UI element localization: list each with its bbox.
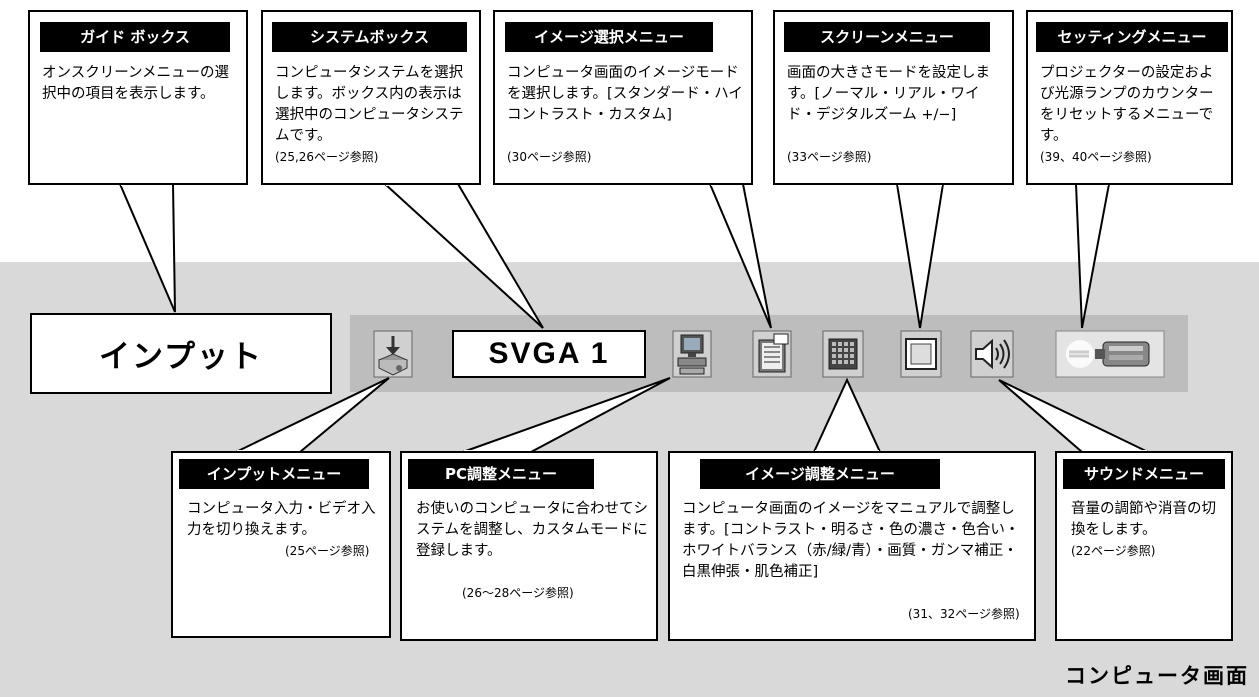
- callout-ref: (26〜28ページ参照): [462, 586, 574, 600]
- pointer-screen: [895, 183, 945, 329]
- callout-title: インプットメニュー: [179, 459, 369, 489]
- pointer-guide: [118, 183, 176, 313]
- callout-image-select-menu: イメージ選択メニュー コンピュータ画面のイメージモードを選択します。[スタンダー…: [493, 10, 753, 185]
- callout-input-menu: インプットメニュー コンピュータ入力・ビデオ入力を切り換えます。 (25ページ参…: [171, 451, 391, 638]
- guide-box: インプット: [30, 313, 332, 394]
- callout-ref: (30ページ参照): [507, 150, 592, 164]
- callout-title: イメージ選択メニュー: [505, 22, 713, 52]
- pointer-system: [382, 183, 544, 329]
- callout-title: ガイド ボックス: [40, 22, 230, 52]
- callout-body: コンピュータ画面のイメージモードを選択します。[スタンダード・ハイコントラスト・…: [507, 65, 743, 123]
- setting-icon[interactable]: [1055, 330, 1165, 382]
- pointer-input-menu: [235, 377, 390, 453]
- pc-adjust-icon[interactable]: [672, 330, 712, 382]
- callout-title: イメージ調整メニュー: [700, 459, 940, 489]
- callout-title: スクリーンメニュー: [784, 22, 990, 52]
- callout-body: 音量の調節や消音の切換をします。: [1071, 501, 1216, 538]
- screen-icon[interactable]: [900, 330, 942, 382]
- pointer-image-select: [708, 183, 772, 329]
- callout-guide-box: ガイド ボックス オンスクリーンメニューの選択中の項目を表示します。: [28, 10, 248, 185]
- callout-body: プロジェクターの設定および光源ランプのカウンターをリセットするメニューです。: [1040, 65, 1214, 144]
- image-select-icon[interactable]: [752, 330, 792, 382]
- callout-title: サウンドメニュー: [1063, 459, 1225, 489]
- callout-body: オンスクリーンメニューの選択中の項目を表示します。: [42, 65, 230, 102]
- callout-body: 画面の大きさモードを設定します。[ノーマル・リアル・ワイド・デジタルズーム +/…: [787, 65, 990, 123]
- callout-setting-menu: セッティングメニュー プロジェクターの設定および光源ランプのカウンターをリセット…: [1026, 10, 1233, 185]
- sound-icon[interactable]: [970, 330, 1014, 382]
- pointer-image-adjust: [812, 377, 882, 453]
- callout-body: コンピュータ画面のイメージをマニュアルで調整します。[コントラスト・明るさ・色の…: [682, 501, 1020, 580]
- input-icon[interactable]: [373, 330, 413, 382]
- system-box-label: SVGA 1: [488, 337, 610, 370]
- callout-screen-menu: スクリーンメニュー 画面の大きさモードを設定します。[ノーマル・リアル・ワイド・…: [773, 10, 1014, 185]
- pointer-setting: [1074, 183, 1111, 329]
- callout-title: システムボックス: [272, 22, 467, 52]
- callout-body: コンピュータシステムを選択します。ボックス内の表示は選択中のコンピュータシステム…: [275, 65, 464, 144]
- guide-box-label: インプット: [98, 339, 264, 375]
- screen-caption: コンピュータ画面: [1065, 664, 1249, 688]
- callout-title: PC調整メニュー: [408, 459, 594, 489]
- callout-ref: (39、40ページ参照): [1040, 150, 1152, 164]
- image-adjust-icon[interactable]: [822, 330, 864, 382]
- callout-system-box: システムボックス コンピュータシステムを選択します。ボックス内の表示は選択中のコ…: [261, 10, 481, 185]
- callout-body: コンピュータ入力・ビデオ入力を切り換えます。: [187, 501, 376, 538]
- pointer-sound: [998, 379, 1149, 453]
- callout-title: セッティングメニュー: [1036, 22, 1228, 52]
- callout-image-adjust-menu: イメージ調整メニュー コンピュータ画面のイメージをマニュアルで調整します。[コン…: [668, 451, 1036, 641]
- callout-ref: (22ページ参照): [1071, 544, 1156, 558]
- callout-ref: (25ページ参照): [285, 544, 370, 558]
- callout-sound-menu: サウンドメニュー 音量の調節や消音の切換をします。 (22ページ参照): [1055, 451, 1233, 641]
- callout-ref: (31、32ページ参照): [908, 607, 1020, 621]
- callout-ref: (33ページ参照): [787, 150, 872, 164]
- callout-pc-adjust-menu: PC調整メニュー お使いのコンピュータに合わせてシステムを調整し、カスタムモード…: [400, 451, 658, 641]
- callout-ref: (25,26ページ参照): [275, 150, 379, 164]
- callout-body: お使いのコンピュータに合わせてシステムを調整し、カスタムモードに登録します。: [416, 501, 648, 559]
- system-box[interactable]: SVGA 1: [452, 330, 646, 378]
- pointer-pc-adjust: [462, 377, 671, 453]
